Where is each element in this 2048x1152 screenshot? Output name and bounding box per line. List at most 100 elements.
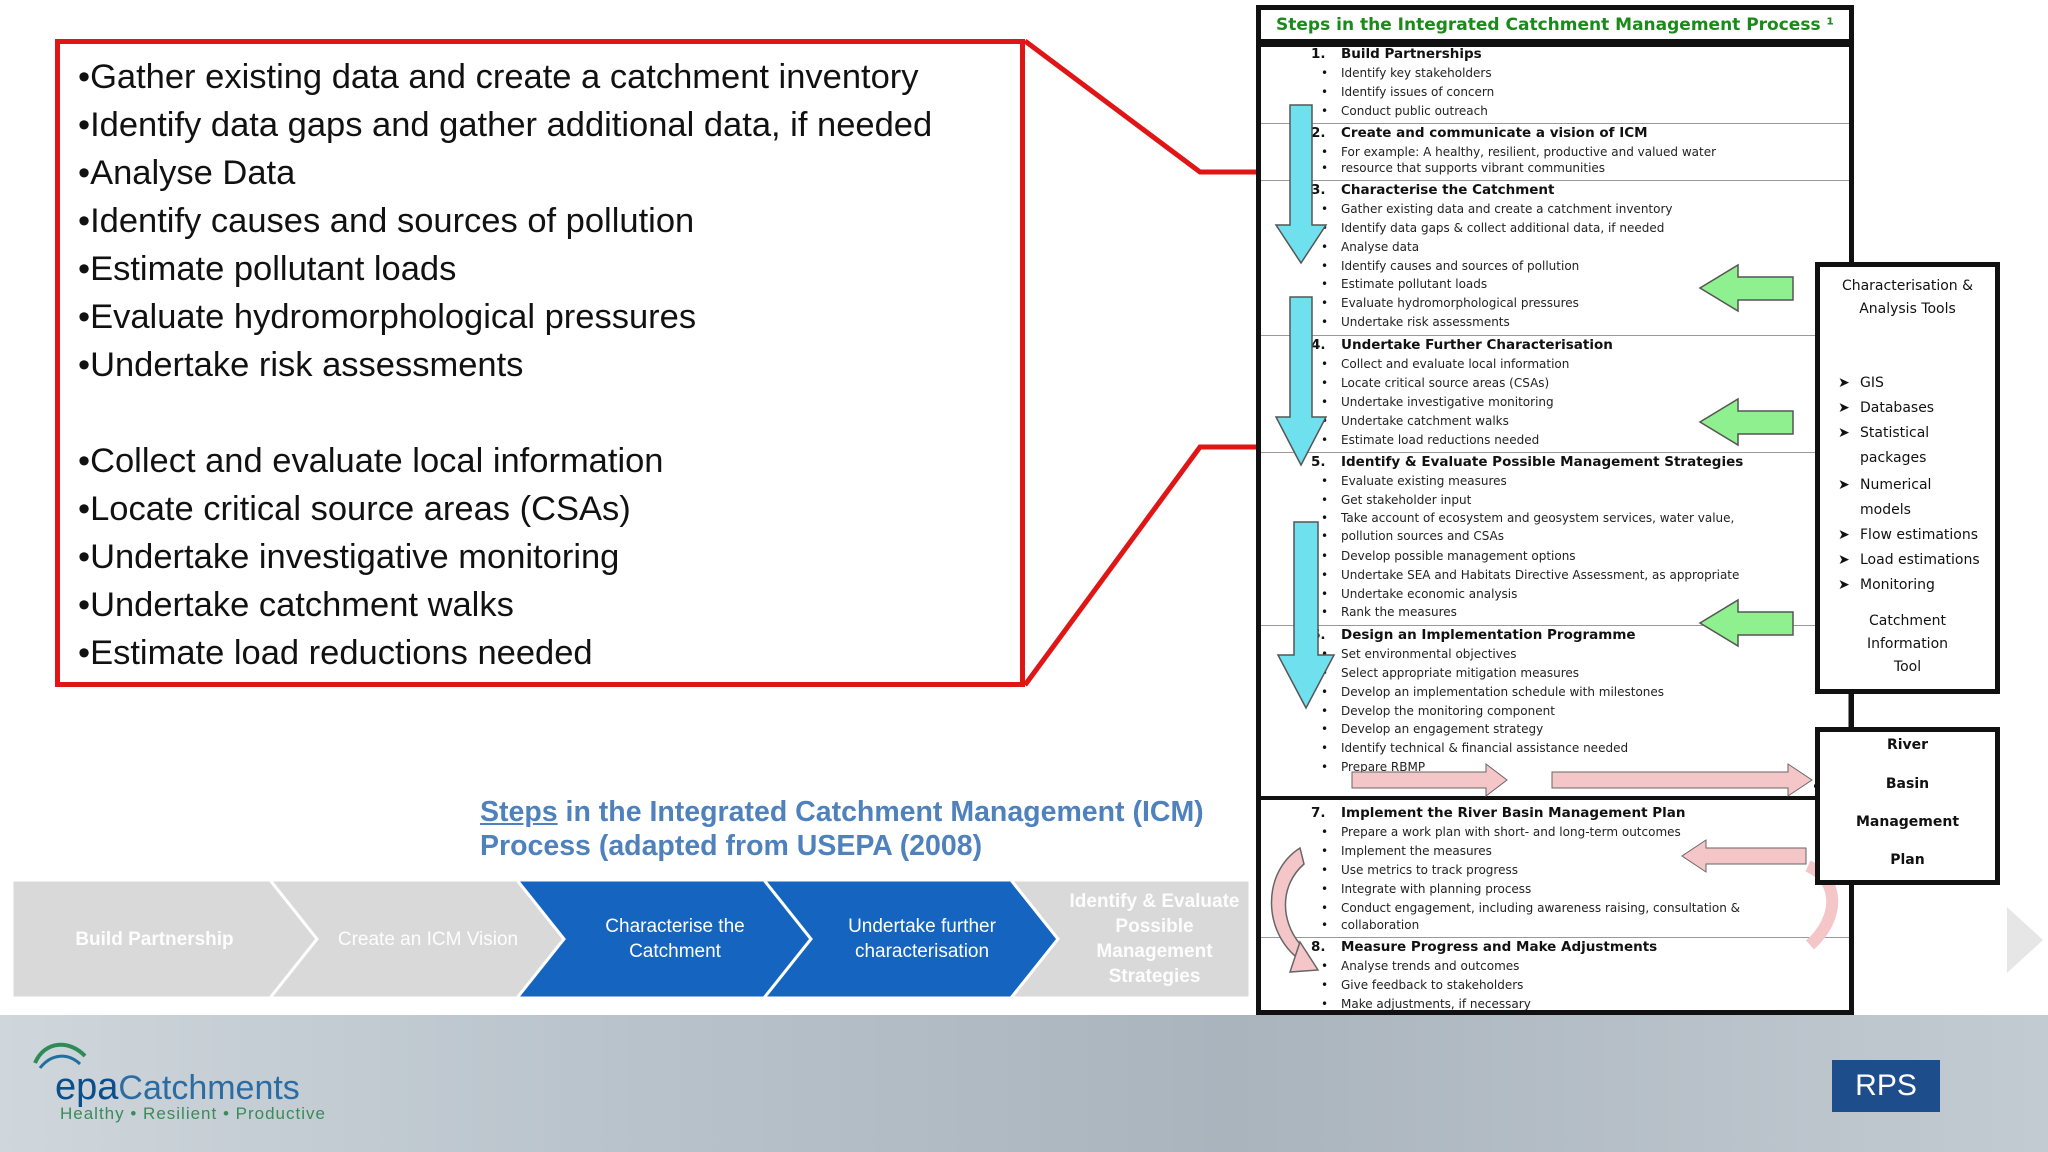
list-item: •Undertake risk assessments [78,346,524,384]
tool-item: ➤Statistical [1838,421,1929,446]
list-item: •Identify causes and sources of pollutio… [78,202,695,240]
chevron-label: Identify & Evaluate Possible Management … [1069,891,1240,987]
list-item: •Gather existing data and create a catch… [78,58,919,96]
step-bullet: Get stakeholder input [1321,493,1471,507]
step-number: 4. [1311,337,1326,353]
step-bullet: Prepare a work plan with short- and long… [1321,825,1681,839]
step-bullet: Collect and evaluate local information [1321,357,1569,371]
step-title: Create and communicate a vision of ICM [1341,125,1648,141]
chevron-further-characterisation: Undertake further characterisation [764,878,1058,1000]
step-bullet: Take account of ecosystem and geosystem … [1321,511,1734,525]
step-bullet: Undertake economic analysis [1321,587,1517,601]
tools-title-line: Analysis Tools [1859,301,1956,317]
step-bullet: Develop an implementation schedule with … [1321,685,1664,699]
tool-label: Load estimations [1860,552,1980,568]
chevron-label: Build Partnership [75,928,234,950]
panel-title: Steps in the Integrated Catchment Manage… [1261,10,1849,43]
caption-steps-word: Steps [480,796,558,828]
tool-label: Databases [1860,400,1935,416]
curved-arrow-head-icon [1288,940,1320,973]
chevron-label: Undertake further characterisation [848,916,996,962]
rbmp-line: Basin [1885,776,1930,792]
list-item: •Identify data gaps and gather additiona… [78,106,933,144]
step-bullet: Analyse data [1321,240,1419,254]
list-item: •Undertake investigative monitoring [78,538,620,576]
step-bullet-continued: collaboration [1321,918,1419,932]
divider [1261,123,1849,124]
divider [1261,335,1849,336]
tools-footer-line: Information [1866,636,1949,652]
step-7: 7.Implement the River Basin Management P… [1311,805,1685,821]
step-bullet: Evaluate existing measures [1321,474,1507,488]
arrow-bullet-icon: ➤ [1838,477,1850,493]
step-8: 8.Measure Progress and Make Adjustments [1311,939,1657,955]
step-3: 3.Characterise the Catchment [1311,182,1554,198]
step-bullet: Make adjustments, if necessary [1321,997,1531,1011]
step-1: 1. Build Partnerships [1311,46,1482,62]
tool-item-continued: packages [1860,446,1926,471]
list-item: •Analyse Data [78,154,296,192]
tool-item: ➤ Load estimations [1838,548,1980,573]
rps-logo: RPS [1832,1060,1940,1112]
step-bullet: Integrate with planning process [1321,882,1531,896]
next-slide-arrow-icon[interactable] [2005,905,2045,975]
rbmp-line: River [1886,737,1929,753]
chevron-label: Characterise the Catchment [605,916,745,962]
step-bullet: Set environmental objectives [1321,647,1516,661]
step-bullet: Identify key stakeholders [1321,66,1492,80]
divider [1261,180,1849,181]
right-arrow-icon [1351,762,1508,798]
catchment-tool-title: Catchment Information Tool [1820,610,1995,679]
left-arrow-icon [1698,397,1794,447]
diagram-caption: Steps in the Integrated Catchment Manage… [480,795,1240,863]
tools-title: Characterisation & Analysis Tools [1820,275,1995,321]
step-bullet: Analyse trends and outcomes [1321,959,1519,973]
step-bullet: Implement the measures [1321,844,1492,858]
step-bullet: Gather existing data and create a catchm… [1321,202,1672,216]
step-bullet: Locate critical source areas (CSAs) [1321,376,1549,390]
step-5: 5. Identify & Evaluate Possible Managemen… [1311,454,1743,470]
step-bullet: Identify causes and sources of pollution [1321,259,1579,273]
tool-item: ➤ Monitoring [1838,573,1935,598]
logo-tagline: Healthy • Resilient • Productive [60,1104,326,1123]
footer-band [0,1015,2048,1152]
tool-item: ➤Numerical [1838,473,1931,498]
step-bullet: Conduct engagement, including awareness … [1321,901,1740,915]
arrow-bullet-icon: ➤ [1838,375,1850,391]
divider [1261,43,1849,47]
tool-label: GIS [1860,375,1884,391]
step-title: Measure Progress and Make Adjustments [1341,939,1658,955]
step-title: Undertake Further Characterisation [1341,337,1613,353]
process-chevron-bar: Build Partnership Create an ICM Vision C… [12,878,1252,1000]
step-number: 5. [1311,454,1326,470]
tools-title-line: Characterisation & [1841,278,1974,294]
caption-line1: in the Integrated Catchment Management (… [557,796,1204,828]
tool-label: Monitoring [1860,577,1935,593]
icm-process-panel: Steps in the Integrated Catchment Manage… [1256,5,1854,1015]
step-number: 2. [1311,125,1326,141]
step-bullet: Identify technical & financial assistanc… [1321,741,1628,755]
list-item: •Undertake catchment walks [78,586,514,624]
caption-line2: Process (adapted from USEPA (2008) [480,830,983,862]
list-item: •Collect and evaluate local information [78,442,664,480]
chevron-identify-strategies: Identify & Evaluate Possible Management … [1011,878,1252,1000]
step-title: Design an Implementation Programme [1341,627,1636,643]
tools-footer-line: Catchment [1868,613,1947,629]
chevron-label: Create an ICM Vision [337,928,519,950]
right-arrow-icon [1551,763,1813,797]
step-bullet: Estimate load reductions needed [1321,433,1539,447]
arrow-bullet-icon: ➤ [1838,552,1850,568]
step-title: Identify & Evaluate Possible Management … [1341,454,1744,470]
step-number: 1. [1311,46,1326,62]
chevron-shapes [12,878,1252,1000]
step-bullet: For example: A healthy, resilient, produ… [1321,145,1716,159]
list-item: •Locate critical source areas (CSAs) [78,490,631,528]
arrow-bullet-icon: ➤ [1838,577,1850,593]
step-bullet: Prepare RBMP [1321,760,1425,774]
step-title: Build Partnerships [1341,46,1482,62]
tool-item: ➤Flow estimations [1838,523,1978,548]
divider [1261,937,1849,938]
chevron-characterise-catchment: Characterise the Catchment [517,878,811,1000]
chevron-create-icm-vision: Create an ICM Vision [270,878,564,1000]
